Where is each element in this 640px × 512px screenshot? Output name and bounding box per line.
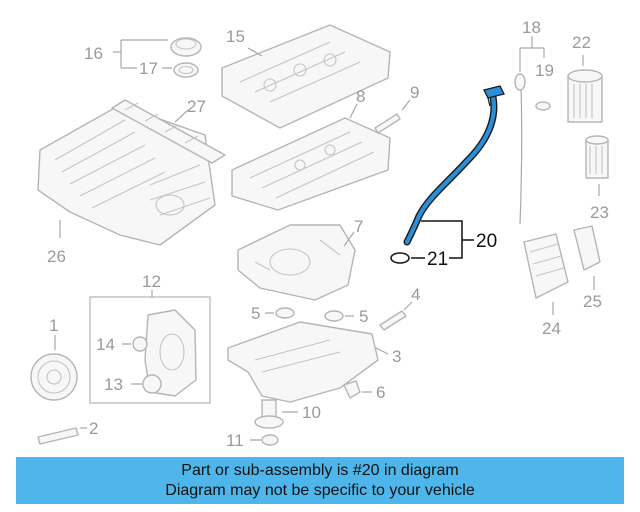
- pulley-bolt: [37, 427, 79, 445]
- callout-10-11: 10 11: [226, 403, 321, 450]
- filler-cap-seal: [173, 62, 199, 78]
- intake-gasket: [111, 99, 226, 164]
- callout-13-label: 13: [104, 375, 123, 394]
- callout-3-label: 3: [392, 347, 401, 366]
- callout-14-label: 14: [96, 335, 115, 354]
- callout-7-label: 7: [354, 217, 363, 236]
- oil-filter-housing: [567, 69, 603, 123]
- callout-17-label: 17: [139, 59, 158, 78]
- callout-19-label: 19: [535, 61, 554, 80]
- timing-cover: [237, 224, 356, 301]
- callout-21-label: 21: [427, 249, 448, 270]
- seal-21-highlight: [390, 252, 410, 264]
- callout-23-label: 23: [590, 203, 609, 222]
- callout-26: 26: [47, 220, 66, 266]
- callout-1-2: 1 2: [49, 316, 98, 438]
- callout-27-label: 27: [187, 97, 206, 116]
- callout-5a-label: 5: [251, 304, 260, 323]
- oil-dipstick: [514, 73, 526, 225]
- callout-26-label: 26: [47, 247, 66, 266]
- callout-8: 8: [349, 87, 365, 119]
- callout-24-25: 24 25: [542, 276, 602, 338]
- cooler-gasket: [573, 225, 601, 271]
- callout-22-label: 22: [572, 33, 591, 52]
- callout-22-23: 22 23: [572, 33, 609, 222]
- callout-10-label: 10: [302, 403, 321, 422]
- callout-15: 15: [226, 27, 263, 57]
- part-13-seal: [142, 374, 162, 394]
- callout-9-label: 9: [410, 83, 419, 102]
- cylinder-head: [231, 117, 391, 211]
- callout-4-label: 4: [411, 285, 420, 304]
- drain-plug: [343, 380, 361, 399]
- part-9-pin: [374, 113, 401, 134]
- callout-5: 5 5: [251, 304, 368, 326]
- callout-1-label: 1: [49, 316, 58, 335]
- intake-manifold: [37, 104, 216, 246]
- callout-12-label: 12: [142, 272, 161, 291]
- callout-18-19: 18 19: [519, 18, 554, 80]
- oil-cooler: [523, 233, 569, 299]
- callout-20-21: 20 21: [411, 220, 497, 270]
- callout-8-label: 8: [356, 87, 365, 106]
- callout-16-17: 16 17: [84, 39, 172, 78]
- oil-level-sensor: [254, 399, 284, 429]
- callout-2-label: 2: [89, 419, 98, 438]
- callout-3: 3: [375, 347, 401, 366]
- dipstick-seal: [535, 101, 551, 111]
- sensor-washer: [261, 434, 279, 446]
- oil-pan: [227, 321, 379, 403]
- callout-6: 6: [362, 383, 385, 402]
- callout-7: 7: [343, 217, 363, 247]
- seal-5-right: [324, 310, 344, 322]
- callout-27: 27: [174, 97, 206, 123]
- callout-11-label: 11: [226, 431, 244, 450]
- dipstick-tube-highlight: [403, 85, 505, 246]
- oil-filter-element: [585, 135, 609, 179]
- timing-case-group: [89, 296, 211, 404]
- callout-25-label: 25: [583, 292, 602, 311]
- part-14-seal: [132, 336, 148, 352]
- banner-line-1: Part or sub-assembly is #20 in diagram: [181, 462, 459, 479]
- callout-5b-label: 5: [359, 307, 368, 326]
- info-banner: Part or sub-assembly is #20 in diagram D…: [16, 457, 624, 504]
- valve-cover: [221, 24, 391, 129]
- crankshaft-pulley: [30, 353, 78, 401]
- callout-12-13-14: 12 14 13: [96, 272, 161, 394]
- callout-4: 4: [403, 285, 420, 311]
- callout-24-label: 24: [542, 319, 561, 338]
- seal-5-left: [275, 307, 295, 319]
- callout-20-label: 20: [476, 231, 497, 252]
- part-4-dowel: [379, 310, 407, 331]
- callout-6-label: 6: [376, 383, 385, 402]
- callout-18-label: 18: [522, 18, 541, 37]
- callout-9: 9: [401, 83, 419, 111]
- callout-15-label: 15: [226, 27, 245, 46]
- callout-16-label: 16: [84, 44, 103, 63]
- oil-filler-cap: [170, 37, 202, 57]
- banner-line-2: Diagram may not be specific to your vehi…: [165, 482, 475, 499]
